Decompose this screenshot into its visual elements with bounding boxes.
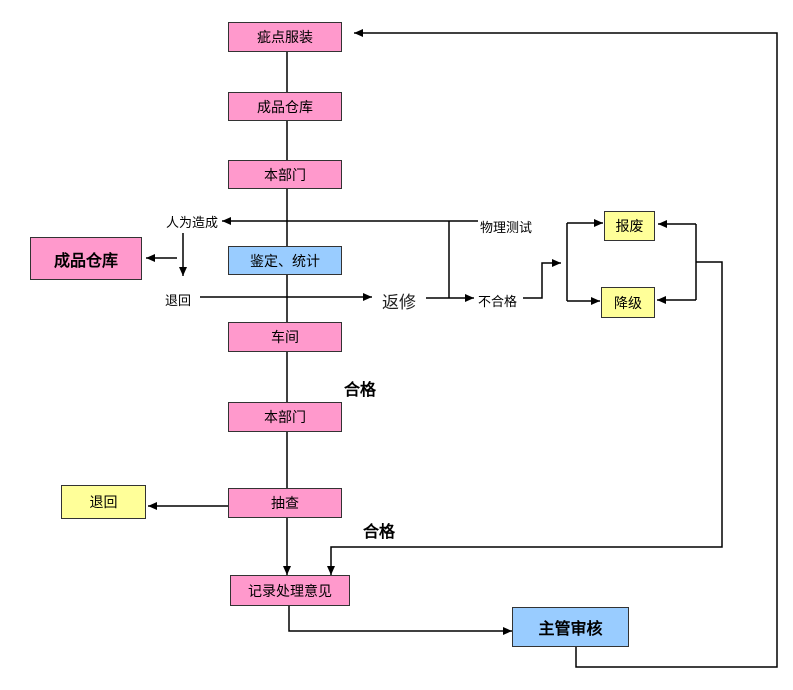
label-qualified-2: 合格 <box>363 522 396 541</box>
connector-arrow <box>288 605 512 635</box>
node-downgrade: 降级 <box>601 287 655 318</box>
label-human-caused: 人为造成 <box>166 216 219 231</box>
label-qualified-1: 合格 <box>344 380 377 399</box>
node-appraisal-stats: 鉴定、统计 <box>228 246 342 275</box>
node-finished-warehouse-left: 成品仓库 <box>30 237 142 280</box>
node-workshop: 车间 <box>228 322 342 352</box>
label-return: 退回 <box>165 294 192 309</box>
node-return-left: 退回 <box>61 485 146 519</box>
node-record-opinion: 记录处理意见 <box>230 575 350 606</box>
node-scrap: 报废 <box>604 211 655 241</box>
connector-arrow <box>327 261 723 575</box>
node-department: 本部门 <box>228 160 342 189</box>
node-department-2: 本部门 <box>228 402 342 432</box>
label-physical-test: 物理测试 <box>480 221 533 236</box>
node-finished-warehouse: 成品仓库 <box>228 92 342 121</box>
connector-arrow <box>354 29 778 668</box>
node-defect-garment: 疵点服装 <box>228 22 342 52</box>
node-spot-check: 抽查 <box>228 488 342 518</box>
label-unqualified: 不合格 <box>478 295 518 310</box>
label-rework: 返修 <box>382 293 416 313</box>
connector-arrow <box>523 259 561 299</box>
node-manager-review: 主管审核 <box>512 607 629 647</box>
